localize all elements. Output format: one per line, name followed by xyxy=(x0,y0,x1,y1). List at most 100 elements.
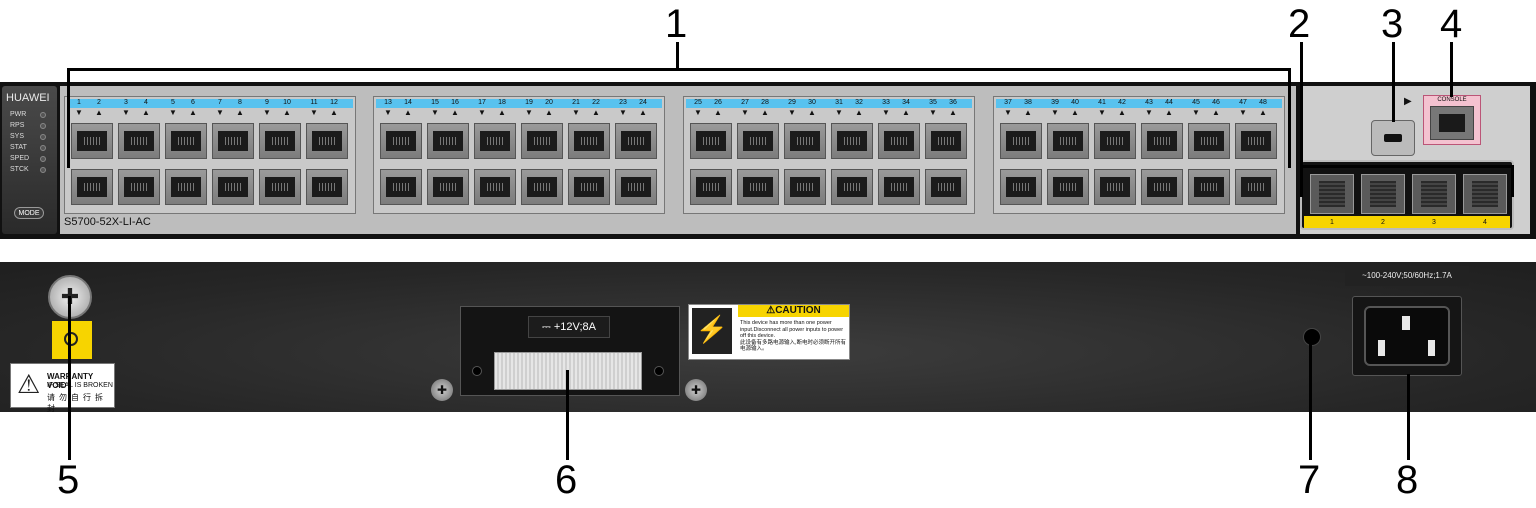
ethernet-port[interactable] xyxy=(165,169,207,205)
callout-6: 6 xyxy=(555,458,578,502)
ethernet-port[interactable] xyxy=(1188,169,1230,205)
arrow-up-icon: ▲ xyxy=(639,108,647,117)
led-icon xyxy=(40,134,46,140)
ethernet-port[interactable] xyxy=(118,169,160,205)
ethernet-port[interactable] xyxy=(1235,169,1277,205)
mode-button[interactable]: MODE xyxy=(14,207,44,219)
callout-3: 3 xyxy=(1381,2,1404,46)
callout-5-line xyxy=(68,296,71,460)
ethernet-port[interactable] xyxy=(427,169,469,205)
ethernet-port[interactable] xyxy=(118,123,160,159)
ethernet-port[interactable] xyxy=(259,123,301,159)
ethernet-port[interactable] xyxy=(1094,169,1136,205)
port-number: 46 xyxy=(1212,99,1220,106)
ethernet-port[interactable] xyxy=(1141,123,1183,159)
arrow-up-icon: ▲ xyxy=(545,108,553,117)
ethernet-port[interactable] xyxy=(212,169,254,205)
port-number: 4 xyxy=(144,99,148,106)
ethernet-port[interactable] xyxy=(212,123,254,159)
ethernet-port[interactable] xyxy=(474,169,516,205)
ethernet-port[interactable] xyxy=(1000,169,1042,205)
arrow-down-icon: ▼ xyxy=(216,108,224,117)
ethernet-port[interactable] xyxy=(615,169,657,205)
arrow-down-icon: ▼ xyxy=(310,108,318,117)
port-number: 7 xyxy=(218,99,222,106)
ethernet-port[interactable] xyxy=(784,169,826,205)
ethernet-port[interactable] xyxy=(737,123,779,159)
port-number: 18 xyxy=(498,99,506,106)
ethernet-port[interactable] xyxy=(1047,123,1089,159)
callout-2-bracket-left xyxy=(1300,165,1303,197)
warning-icon: ⚠ xyxy=(17,369,41,399)
port-number: 29 xyxy=(788,99,796,106)
port-number: 8 xyxy=(238,99,242,106)
port-number: 21 xyxy=(572,99,580,106)
port-number: 24 xyxy=(639,99,647,106)
arrow-up-icon: ▲ xyxy=(761,108,769,117)
esd-jack xyxy=(1303,328,1321,346)
sfp-port[interactable] xyxy=(1310,174,1354,214)
callout-2-bracket xyxy=(1300,165,1514,168)
callout-7-line xyxy=(1309,337,1312,460)
ethernet-port[interactable] xyxy=(690,169,732,205)
ethernet-port[interactable] xyxy=(521,169,563,205)
arrow-up-icon: ▲ xyxy=(283,108,291,117)
ethernet-port[interactable] xyxy=(1094,123,1136,159)
ethernet-port[interactable] xyxy=(71,169,113,205)
port-number: 3 xyxy=(124,99,128,106)
ethernet-port[interactable] xyxy=(878,123,920,159)
sfp-port[interactable] xyxy=(1463,174,1507,214)
ethernet-port[interactable] xyxy=(380,169,422,205)
callout-1-bracket xyxy=(67,68,1291,71)
ethernet-port[interactable] xyxy=(925,123,967,159)
sfp-port[interactable] xyxy=(1361,174,1405,214)
ethernet-port[interactable] xyxy=(831,123,873,159)
port-number: 31 xyxy=(835,99,843,106)
console-port[interactable] xyxy=(1430,106,1474,140)
ethernet-port[interactable] xyxy=(427,123,469,159)
screw-icon xyxy=(431,379,453,401)
ethernet-port[interactable] xyxy=(521,123,563,159)
ethernet-port[interactable] xyxy=(737,169,779,205)
led-label: STAT xyxy=(10,144,27,151)
ethernet-port[interactable] xyxy=(784,123,826,159)
ac-power-socket[interactable] xyxy=(1364,306,1450,366)
sfp-port[interactable] xyxy=(1412,174,1456,214)
ethernet-port[interactable] xyxy=(690,123,732,159)
ethernet-port[interactable] xyxy=(925,169,967,205)
ethernet-port[interactable] xyxy=(1141,169,1183,205)
caution-text: This device has more than one power inpu… xyxy=(740,320,848,353)
callout-4-line xyxy=(1450,42,1453,97)
usb-port[interactable] xyxy=(1371,120,1415,156)
led-stat: STAT xyxy=(10,144,46,153)
port-number: 22 xyxy=(592,99,600,106)
ethernet-port[interactable] xyxy=(615,123,657,159)
ethernet-port[interactable] xyxy=(306,123,348,159)
arrow-down-icon: ▼ xyxy=(694,108,702,117)
ethernet-port[interactable] xyxy=(1235,123,1277,159)
rps-mount-hole xyxy=(654,366,664,376)
port-number: 13 xyxy=(384,99,392,106)
ethernet-port[interactable] xyxy=(380,123,422,159)
port-number: 19 xyxy=(525,99,533,106)
ethernet-port[interactable] xyxy=(474,123,516,159)
arrow-down-icon: ▼ xyxy=(122,108,130,117)
ethernet-port[interactable] xyxy=(831,169,873,205)
ethernet-port[interactable] xyxy=(568,169,610,205)
ethernet-port[interactable] xyxy=(1047,169,1089,205)
ethernet-port[interactable] xyxy=(1188,123,1230,159)
sfp-number: 1 xyxy=(1330,219,1334,226)
port-number: 12 xyxy=(330,99,338,106)
callout-7: 7 xyxy=(1298,458,1321,502)
ethernet-port[interactable] xyxy=(259,169,301,205)
ethernet-port[interactable] xyxy=(878,169,920,205)
arrow-up-icon: ▲ xyxy=(95,108,103,117)
ethernet-port[interactable] xyxy=(568,123,610,159)
ethernet-port[interactable] xyxy=(1000,123,1042,159)
ethernet-port[interactable] xyxy=(165,123,207,159)
arrow-up-icon: ▲ xyxy=(1165,108,1173,117)
port-number: 25 xyxy=(694,99,702,106)
ethernet-port[interactable] xyxy=(71,123,113,159)
callout-4: 4 xyxy=(1440,2,1463,46)
ethernet-port[interactable] xyxy=(306,169,348,205)
